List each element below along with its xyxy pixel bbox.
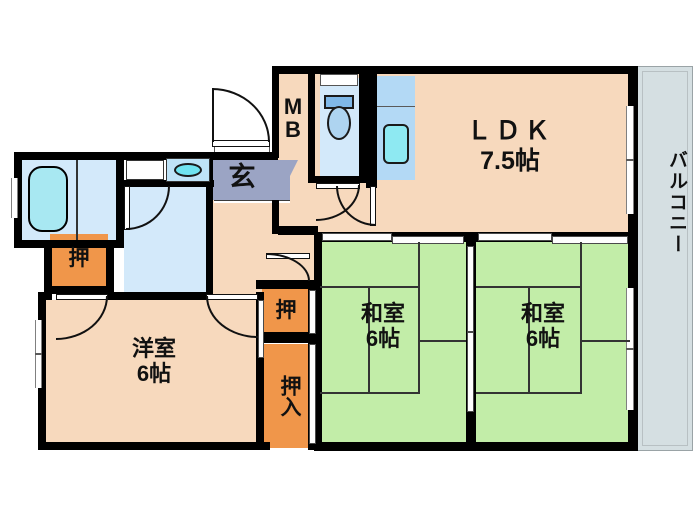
wall-yoshitsu-bottom <box>38 442 270 450</box>
balcony-label: バルコニー <box>666 150 687 255</box>
wall-yoshitsu-right <box>256 292 264 450</box>
entrance-door-hinge <box>212 88 214 142</box>
wall-mb-right <box>308 70 315 182</box>
window-washitsu-2-mullion <box>626 348 634 350</box>
closet-yoshitsu-label: 押 <box>68 247 90 270</box>
meter-box-area <box>278 78 308 152</box>
closet-oshiire-label: 押入 <box>278 375 301 417</box>
yoshitsu-label-line2: 6帖 <box>136 361 172 386</box>
wall-bath-left <box>14 152 22 248</box>
wall-ldk-left-lower <box>272 200 279 234</box>
sliding-door-between-washitsu-2[interactable] <box>467 332 474 412</box>
window-yoshitsu-mullion <box>35 353 42 355</box>
wall-kitchen-bottom <box>366 180 377 188</box>
wall-hallway-bottom <box>256 280 318 289</box>
toilet-shelf <box>320 74 358 86</box>
wall-tatami-bottom <box>314 442 636 451</box>
ldk-label-line1: ＬＤＫ <box>466 117 554 145</box>
sliding-door-ldk-washitsu1-a[interactable] <box>322 233 392 241</box>
wall-washroom-right <box>206 186 213 300</box>
wall-kitchen-left <box>366 70 377 188</box>
wall-top-main <box>272 66 636 74</box>
window-bathroom <box>11 178 18 218</box>
yoshitsu-label-line1: 洋室 <box>131 336 176 361</box>
wall-tatami-left <box>314 236 322 450</box>
wall-right-exterior <box>628 66 638 451</box>
bathroom-divider-seam <box>76 160 78 240</box>
meter-box-label-line1: M <box>283 94 303 119</box>
wall-bath-top <box>14 152 214 160</box>
kitchen-sink <box>383 124 409 164</box>
genkan-label: 玄 <box>228 162 256 192</box>
wall-closet-divider <box>256 332 318 343</box>
washitsu-2-label-line1: 和室 <box>520 301 565 326</box>
wall-closet-bottom <box>44 286 112 294</box>
washitsu-1-label-line2: 6帖 <box>365 326 401 351</box>
wall-closet-right <box>106 240 114 294</box>
sliding-door-yoshitsu[interactable] <box>258 300 264 358</box>
washitsu-1-label-line1: 和室 <box>360 301 405 326</box>
tatami2-seam-h3 <box>580 340 630 342</box>
wall-washroom-top <box>124 180 214 187</box>
tatami2-seam-v2 <box>528 286 530 394</box>
genkan-step-edge <box>214 200 290 203</box>
sliding-door-ldk-washitsu1-b[interactable] <box>392 236 464 244</box>
wall-bath-bottom <box>14 240 124 248</box>
wall-bath-right <box>116 158 124 248</box>
entrance-door-arc <box>212 88 270 142</box>
sliding-door-ldk-washitsu2-a[interactable] <box>478 233 552 241</box>
washitsu-2-floor <box>476 242 630 450</box>
washitsu-2-label-line2: 6帖 <box>525 326 561 351</box>
tatami1-seam-h2 <box>320 392 420 394</box>
bathtub <box>28 166 68 232</box>
window-ldk-mullion <box>626 159 634 161</box>
closet-upper-washitsu1 <box>262 288 310 336</box>
tatami1-seam-v2 <box>368 286 370 394</box>
closet-door-oshiire[interactable] <box>309 344 316 444</box>
toilet-bowl <box>327 106 351 140</box>
closet-door-upper[interactable] <box>309 290 316 334</box>
kitchen-counter-seam <box>377 106 415 107</box>
wall-ldk-bottom-left <box>278 226 318 235</box>
wall-closet-left <box>44 240 52 300</box>
wall-washroom-bottom <box>108 292 213 300</box>
tatami1-seam-v1 <box>418 242 420 394</box>
sliding-door-between-washitsu[interactable] <box>467 246 474 332</box>
ldk-label-line2: 7.5帖 <box>480 147 540 175</box>
closet-oshiire-washitsu1 <box>262 344 310 448</box>
wall-toilet-bottom <box>308 176 366 183</box>
wall-yoshitsu-left <box>38 292 46 450</box>
wall-toilet-right <box>359 70 366 182</box>
washroom-sink <box>174 163 202 177</box>
meter-box-label-line2: B <box>285 117 301 142</box>
wall-genkan-top <box>206 152 278 160</box>
closet-upper-label: 押 <box>275 299 297 322</box>
sliding-door-ldk-washitsu2-b[interactable] <box>552 236 628 244</box>
tatami1-seam-h1 <box>320 286 420 288</box>
tatami2-seam-v1 <box>580 242 582 394</box>
balcony-inner-rail <box>642 71 688 446</box>
vanity-cabinet <box>126 160 164 180</box>
washitsu-1-floor <box>320 242 466 450</box>
wall-mb-left <box>272 66 279 158</box>
tatami1-seam-h3 <box>418 340 466 342</box>
